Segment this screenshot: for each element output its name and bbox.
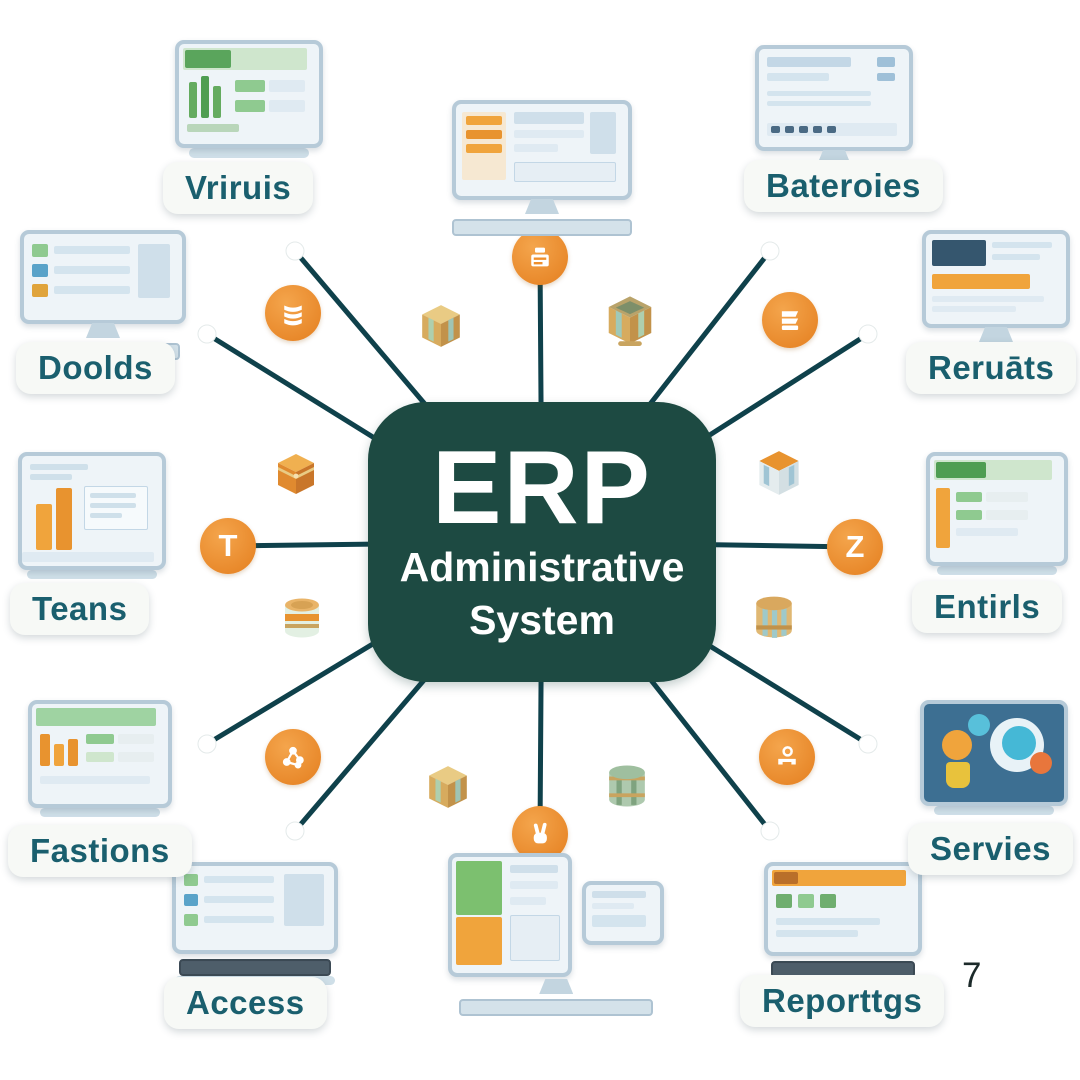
monitor-screen [28,700,172,808]
node-label-entirls: Entirls [912,581,1063,633]
printer-icon [512,229,568,285]
monitor-screen [755,45,913,151]
crate-icon [427,764,469,815]
monitor-screen [920,700,1068,806]
open-box-icon [606,294,654,351]
node-label-vriruis: Vriruis [163,162,314,214]
barrel-icon [753,594,795,645]
chest-icon [276,452,316,501]
node-label-fastions: Fastions [8,825,192,877]
computer-access [172,862,338,985]
monitor-screen [20,230,186,324]
erp-title: ERP [432,430,652,547]
computer-vriruis [175,40,323,158]
node-label-teans: Teans [10,583,150,635]
letter-t: T [218,528,238,563]
computer-servies [920,700,1068,815]
center-node-erp: ERP Administrative System [368,402,716,682]
erp-subtitle-line3: System [469,597,615,644]
cube-icon [757,449,801,502]
letter-z: Z [845,529,865,564]
computer-bateroies [755,45,913,174]
monitor-screen [448,853,572,977]
node-label-doolds: Doolds [16,342,175,394]
jar-icon [282,596,322,645]
monitor-screen [18,452,166,570]
node-label-servies: Servies [908,823,1073,875]
page-number: 7 [962,956,982,995]
monitor-screen [764,862,922,956]
documents-icon [762,292,818,348]
node-label-reporttgs: Reporttgs [740,975,945,1027]
computer-entirls [926,452,1068,575]
hand-icon [512,806,568,862]
computer-top-center [452,100,632,236]
erp-subtitle-line2: Administrative [399,544,685,591]
monitor-screen [175,40,323,148]
node-label-reruats: Reruāts [906,342,1077,394]
green-barrel-icon [606,762,648,815]
crate-icon [420,303,462,354]
workstation-icon [759,729,815,785]
node-label-bateroies: Bateroies [744,160,943,212]
node-label-access: Access [164,977,327,1029]
computer-bottom-center [448,853,665,1016]
monitor-screen [172,862,338,954]
computer-fastions [28,700,172,817]
letter-t-badge: T [200,518,256,574]
secondary-screen [582,881,665,945]
molecule-icon [265,729,321,785]
monitor-screen [922,230,1070,328]
monitor-screen [452,100,632,200]
computer-reporttgs [764,862,922,987]
connector-dot [197,241,878,841]
database-icon [265,285,321,341]
computer-teans [18,452,166,579]
computer-doolds [20,230,186,360]
letter-z-badge: Z [827,519,883,575]
monitor-screen [926,452,1068,566]
